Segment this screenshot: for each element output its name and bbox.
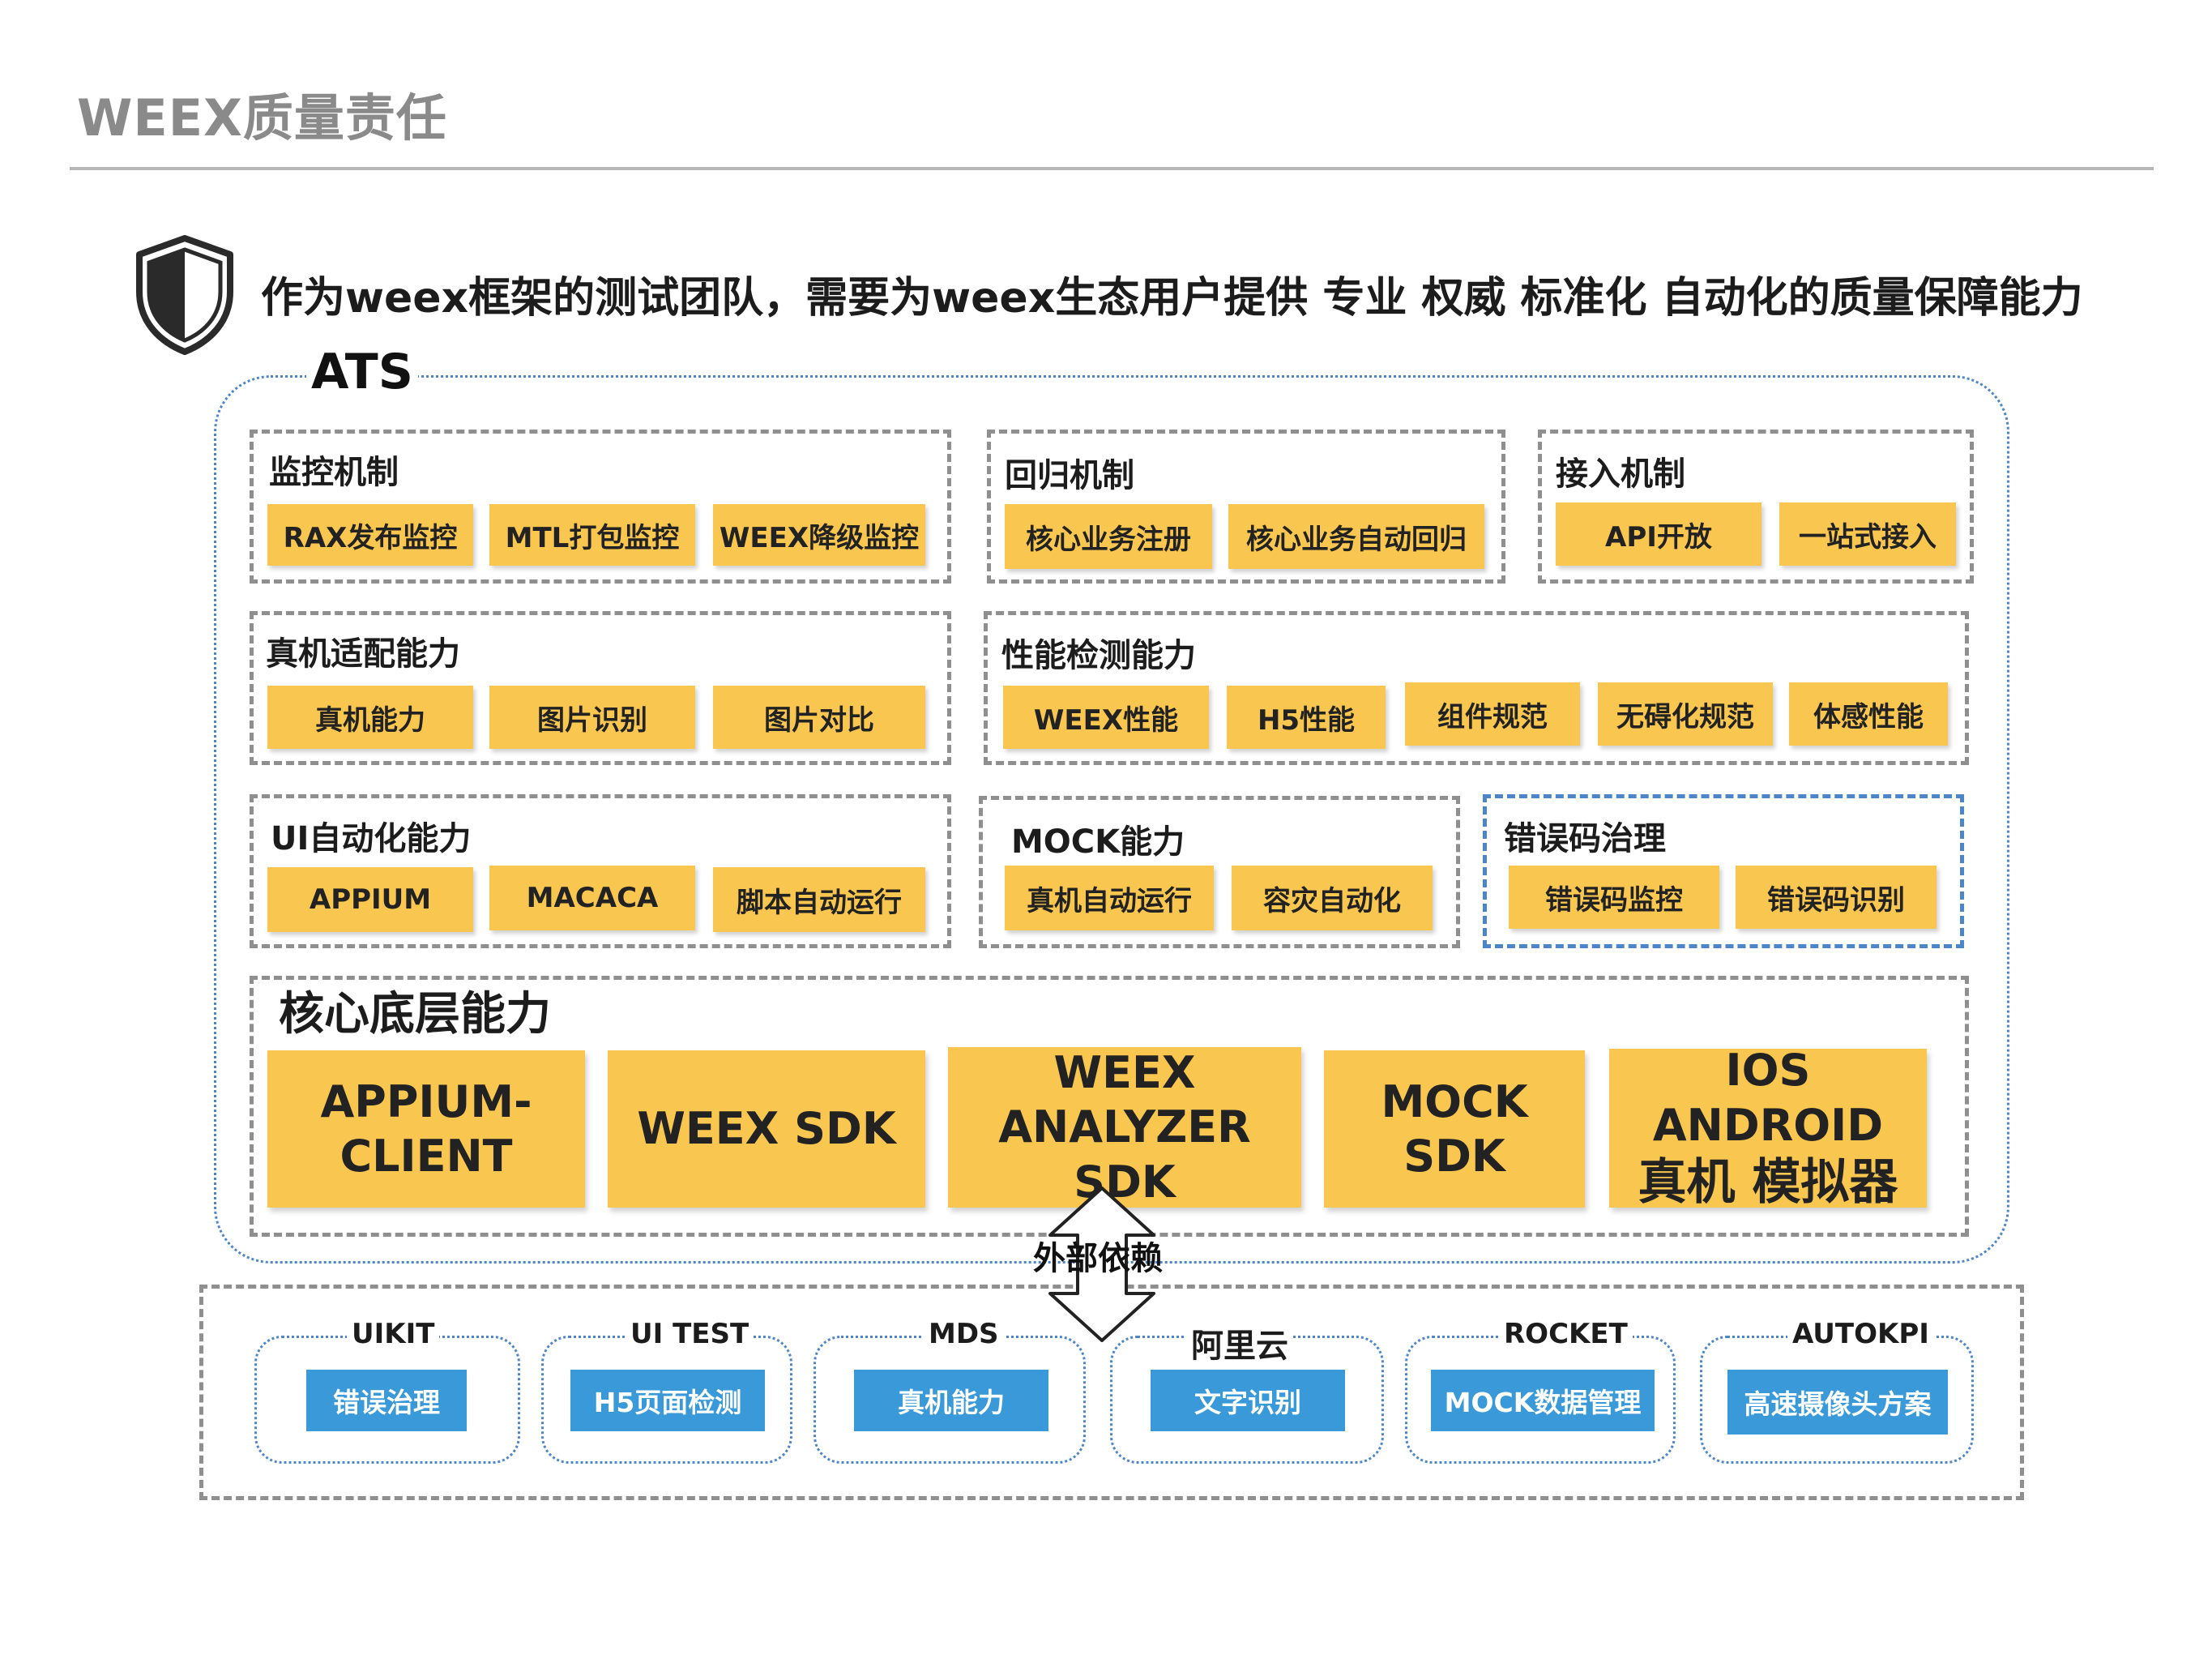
chip-disaster-recovery-automation: 容灾自动化 [1232, 866, 1433, 930]
ext-title-mds: MDS [924, 1318, 1004, 1350]
group-ui-automation [250, 794, 951, 948]
group-title: 回归机制 [1005, 457, 1134, 494]
ext-chip-h5-page-check: H5页面检测 [570, 1370, 765, 1431]
ext-title-rocket: ROCKET [1499, 1318, 1633, 1350]
group-title: MOCK能力 [1011, 823, 1185, 861]
chip-weex-downgrade-monitor: WEEX降级监控 [713, 504, 925, 566]
shield-icon [136, 235, 233, 355]
ext-chip-error-governance: 错误治理 [306, 1370, 467, 1431]
double-arrow-icon [1048, 1187, 1155, 1342]
group-monitoring [250, 430, 951, 584]
group-title: 错误码治理 [1504, 820, 1666, 857]
ext-chip-text-recognition: 文字识别 [1151, 1370, 1345, 1431]
ext-title-ui-test: UI TEST [626, 1318, 754, 1350]
group-access [1538, 430, 1974, 584]
chip-mtl-package-monitor: MTL打包监控 [489, 504, 695, 566]
group-performance [984, 611, 1969, 765]
chip-core-business-auto-regression: 核心业务自动回归 [1228, 504, 1484, 569]
group-regression [987, 430, 1505, 584]
chip-accessibility-spec: 无碍化规范 [1598, 682, 1773, 746]
ext-title-uikit: UIKIT [347, 1318, 440, 1350]
external-dependencies-label: 外部依赖 [1033, 1240, 1163, 1277]
chip-core-business-register: 核心业务注册 [1005, 504, 1212, 569]
ext-title-autokpi: AUTOKPI [1787, 1318, 1934, 1350]
core-title: 核心底层能力 [279, 988, 551, 1041]
core-appium-client: APPIUM-CLIENT [267, 1050, 585, 1208]
chip-appium: APPIUM [267, 867, 473, 932]
group-device-adaptation [250, 611, 951, 765]
chip-one-stop-access: 一站式接入 [1779, 502, 1956, 566]
group-error-code-governance [1483, 794, 1964, 948]
core-device-line: 真机 模拟器 [1638, 1154, 1898, 1211]
chip-api-open: API开放 [1556, 502, 1761, 566]
chip-rax-release-monitor: RAX发布监控 [267, 504, 473, 566]
ats-label: ATS [306, 344, 418, 400]
group-title: 接入机制 [1556, 455, 1685, 493]
page-title: WEEX质量责任 [77, 88, 447, 148]
chip-error-code-monitor: 错误码监控 [1509, 866, 1719, 929]
core-ios-android-device-simulator: IOS ANDROID 真机 模拟器 [1609, 1045, 1927, 1211]
ext-chip-high-speed-camera: 高速摄像头方案 [1727, 1370, 1948, 1435]
chip-image-recognition: 图片识别 [489, 686, 695, 749]
group-title: 性能检测能力 [1001, 637, 1196, 674]
chip-device-capability: 真机能力 [267, 686, 473, 749]
chip-h5-performance: H5性能 [1227, 686, 1386, 749]
ext-chip-device-capability: 真机能力 [854, 1370, 1048, 1431]
tagline: 作为weex框架的测试团队，需要为weex生态用户提供 专业 权威 标准化 自动… [261, 274, 2083, 323]
core-platform-line: IOS ANDROID [1652, 1045, 1884, 1151]
ext-chip-mock-data-management: MOCK数据管理 [1431, 1370, 1655, 1431]
chip-error-code-recognition: 错误码识别 [1736, 866, 1937, 929]
core-weex-sdk: WEEX SDK [608, 1050, 925, 1208]
group-title: 监控机制 [269, 454, 399, 491]
chip-weex-performance: WEEX性能 [1003, 686, 1209, 749]
chip-component-spec: 组件规范 [1405, 682, 1580, 746]
ext-title-aliyun: 阿里云 [1186, 1319, 1293, 1366]
chip-macaca: MACACA [489, 866, 695, 930]
group-title: UI自动化能力 [271, 820, 472, 857]
chip-image-compare: 图片对比 [713, 686, 925, 749]
title-divider [70, 167, 2154, 170]
group-mock [979, 796, 1460, 948]
chip-perceived-performance: 体感性能 [1789, 682, 1948, 746]
core-mock-sdk: MOCK SDK [1324, 1050, 1585, 1208]
group-title: 真机适配能力 [266, 635, 460, 673]
core-weex-analyzer-sdk: WEEX ANALYZER SDK [948, 1047, 1301, 1208]
chip-script-auto-run: 脚本自动运行 [713, 867, 925, 932]
chip-device-auto-run: 真机自动运行 [1005, 866, 1214, 930]
